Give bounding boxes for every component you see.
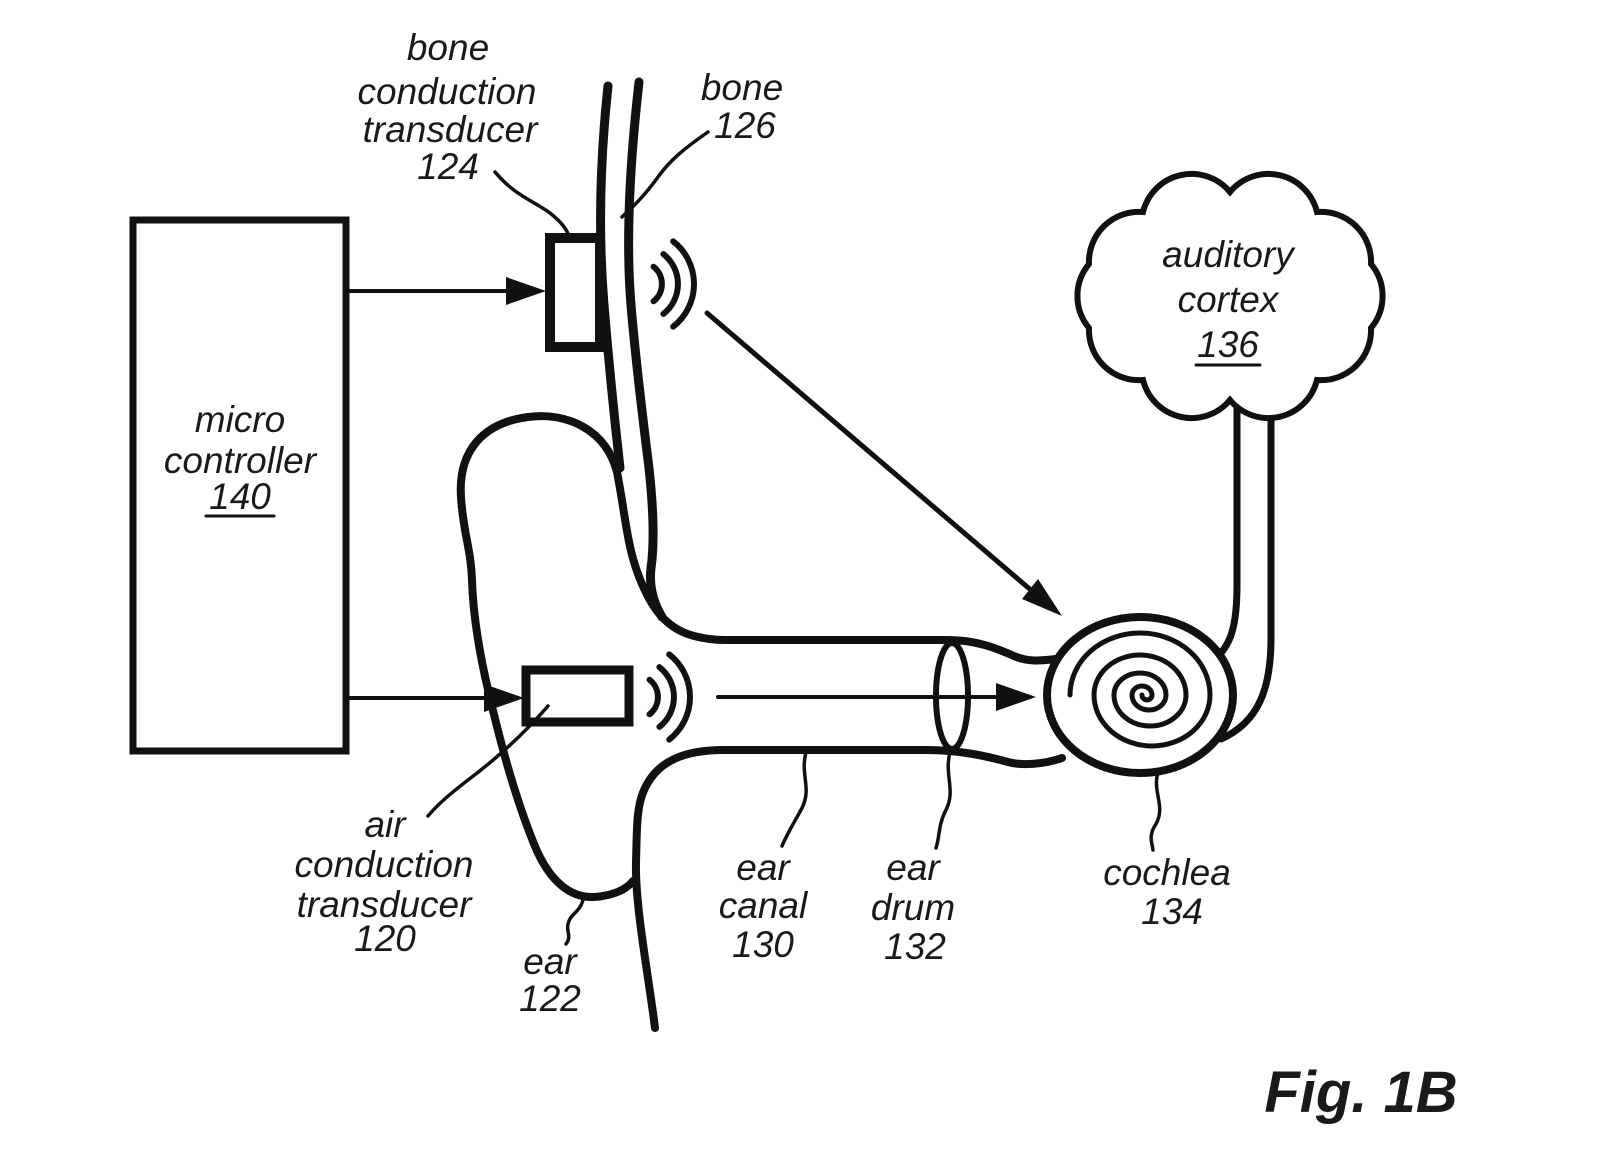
leader-ear-canal-130 [780,750,808,848]
auditory-cortex-label-line2: cortex [1178,279,1280,320]
bone-label: bone [701,67,783,108]
label-ear-drum: ear drum 132 [871,847,955,967]
bone-transducer-label-line1: bone [407,27,489,68]
leader-ear-122 [564,898,585,946]
label-air-conduction-transducer: air conduction transducer 120 [295,804,474,959]
arrow-bone-to-cochlea [704,310,1062,616]
arrow-to-bone-transducer [347,277,546,305]
auditory-cortex-label-line1: auditory [1162,234,1296,275]
microcontroller-label-line2: controller [164,440,318,481]
label-bone-conduction-transducer: bone conduction transducer 124 [358,27,540,187]
arrow-to-air-transducer [347,684,524,712]
ear-canal-label-line1: ear [736,847,791,888]
label-ear: ear 122 [519,941,581,1019]
air-conduction-transducer-box [521,665,634,727]
air-transducer-label-line2: conduction [295,844,474,885]
leader-air-transducer-120 [426,704,550,818]
air-transducer-label-line1: air [364,804,407,845]
auditory-cortex-ref-number: 136 [1197,324,1259,365]
cochlea-outline [1043,613,1237,777]
ear-drum-label-line1: ear [886,847,941,888]
microcontroller-ref-number: 140 [209,476,271,517]
microcontroller-box [129,216,350,755]
microcontroller-label-line1: micro [195,399,285,440]
figure-caption: Fig. 1B [1264,1060,1457,1125]
cochlea-ref-number: 134 [1141,891,1203,932]
leader-cochlea-134 [1149,770,1162,852]
ear-outline [456,412,637,902]
ear-drum-label-line2: drum [871,887,955,928]
label-bone: bone 126 [701,67,783,146]
bone-transducer-label-line3: transducer [363,109,539,150]
leader-bone-transducer-124 [493,170,571,238]
air-sound-waves-icon [646,651,693,743]
ear-canal-label-line2: canal [719,885,809,926]
ear-canal-lower-wall [631,746,1066,1032]
bone-conduction-transducer-box [545,233,605,352]
label-auditory-cortex: auditory cortex 136 [1162,234,1296,367]
ear-canal-ref-number: 130 [732,924,794,965]
label-microcontroller: micro controller 140 [164,399,318,518]
arrow-through-ear-canal [716,683,1036,711]
air-transducer-ref-number: 120 [354,918,416,959]
bone-vibration-waves-icon [650,238,697,330]
label-cochlea: cochlea 134 [1103,852,1231,932]
leader-bone-126 [620,130,710,219]
cochlea-label: cochlea [1103,852,1231,893]
bone-transducer-ref-number: 124 [417,146,479,187]
ear-canal-upper-wall [613,468,1060,665]
ear-ref-number: 122 [519,978,581,1019]
bone-ref-number: 126 [714,105,776,146]
ear-drum-ref-number: 132 [884,926,946,967]
leader-ear-drum-132 [934,750,952,850]
cochlea-spiral [1067,630,1213,749]
air-transducer-label-line3: transducer [297,884,473,925]
label-ear-canal: ear canal 130 [719,847,809,965]
auditory-cortex-cloud [1074,171,1386,421]
ear-label: ear [523,941,578,982]
bone-transducer-label-line2: conduction [358,71,537,112]
